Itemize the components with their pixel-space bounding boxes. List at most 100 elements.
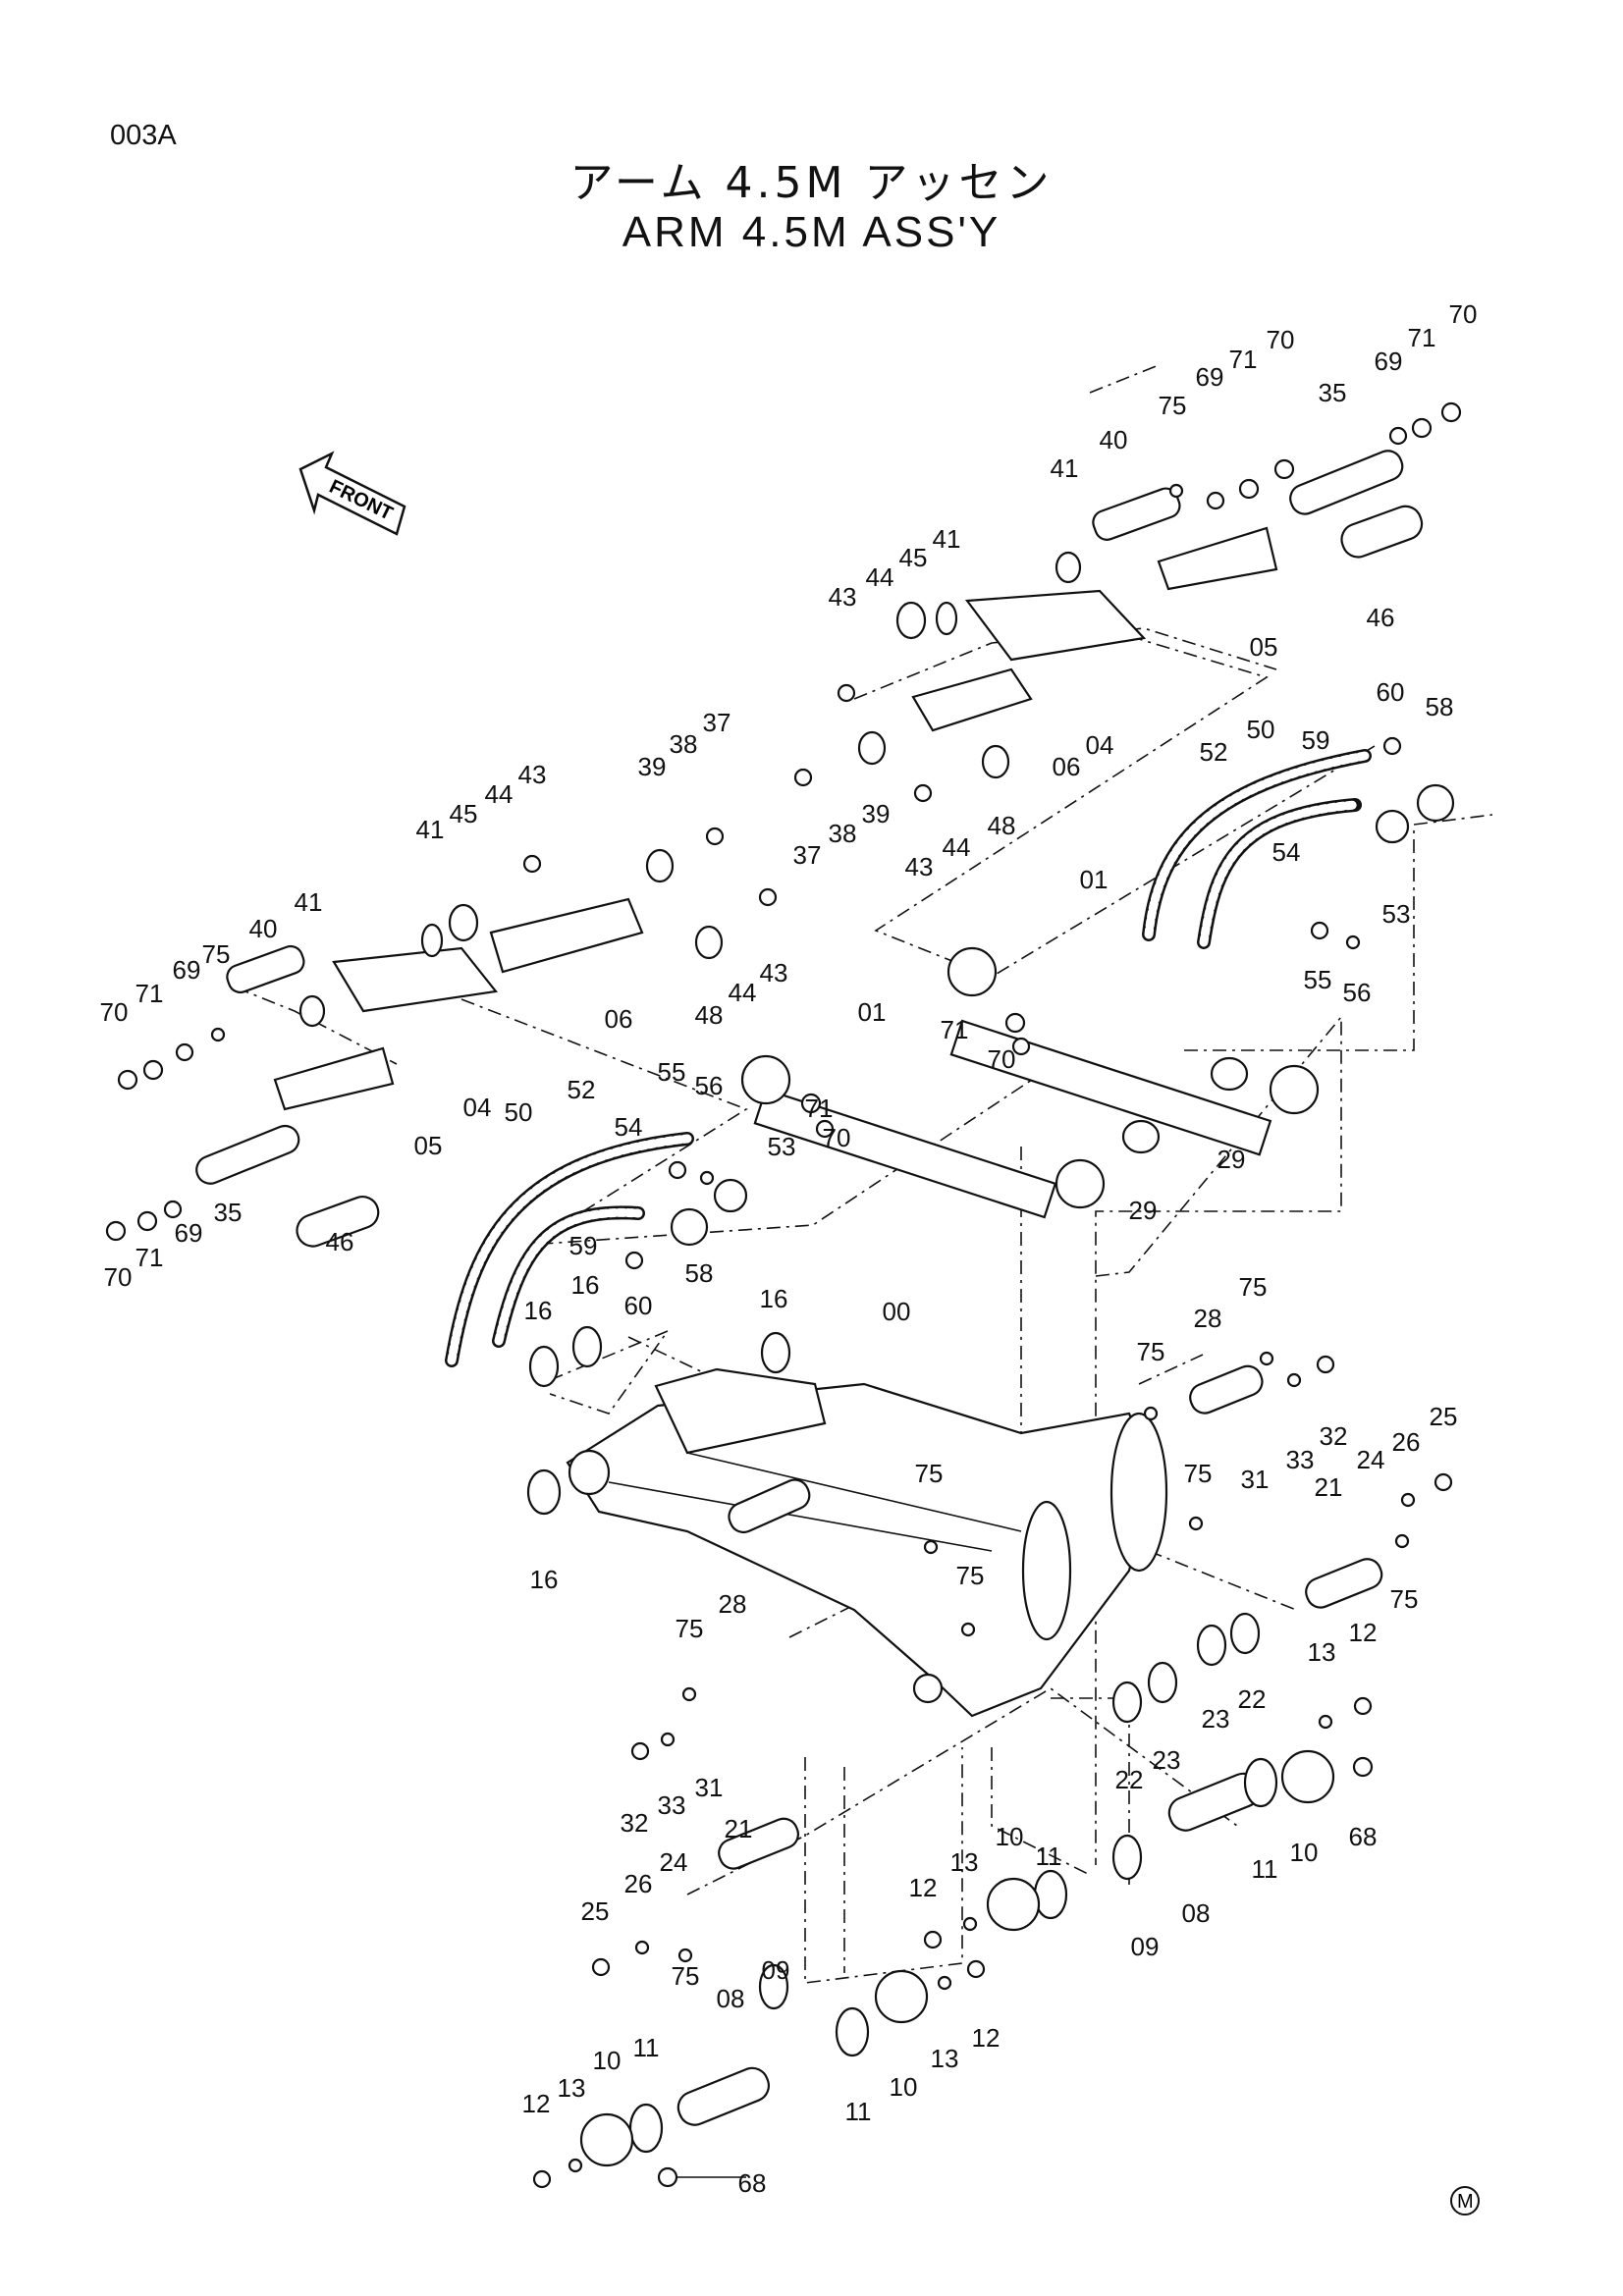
- part-callout: 38: [670, 729, 698, 759]
- part-callout: 32: [621, 1808, 649, 1838]
- part-callout: 70: [104, 1262, 133, 1292]
- part-callout: 33: [1286, 1445, 1315, 1474]
- corner-mark-letter: M: [1457, 2191, 1474, 2213]
- part-callout: 71: [1229, 345, 1258, 374]
- part-callout: 09: [1131, 1932, 1160, 1961]
- part-callout: 68: [738, 2168, 767, 2198]
- part-callout: 29: [1217, 1145, 1246, 1174]
- part-callout: 43: [518, 760, 547, 789]
- part-callout: 22: [1238, 1684, 1267, 1714]
- part-callout: 70: [100, 997, 129, 1027]
- part-callout: 28: [719, 1589, 747, 1619]
- part-callout: 11: [845, 2097, 872, 2126]
- part-callout: 45: [899, 543, 928, 572]
- part-callout: 24: [1357, 1445, 1385, 1474]
- part-callout: 08: [717, 1984, 745, 2013]
- part-callout: 69: [1196, 362, 1224, 392]
- part-callout: 71: [135, 1243, 164, 1272]
- part-callout: 16: [571, 1270, 600, 1300]
- part-callout: 75: [202, 939, 231, 969]
- part-callout: 12: [972, 2023, 1001, 2053]
- part-callout: 26: [624, 1869, 653, 1898]
- part-callout: 46: [326, 1227, 354, 1256]
- part-callout: 35: [214, 1198, 243, 1227]
- assembly-lines: [235, 364, 1493, 1984]
- part-callout: 44: [485, 779, 514, 809]
- part-callout: 22: [1115, 1765, 1144, 1794]
- page-code: 003A: [110, 120, 177, 151]
- part-callout: 40: [1100, 425, 1128, 454]
- part-callout: 06: [605, 1004, 633, 1034]
- title-english: ARM 4.5M ASS'Y: [622, 208, 1001, 256]
- part-callout: 71: [805, 1094, 834, 1123]
- part-callout: 53: [768, 1132, 796, 1161]
- part-callout: 26: [1392, 1427, 1421, 1457]
- part-callout: 75: [1390, 1584, 1419, 1614]
- part-callout: 41: [295, 887, 323, 917]
- part-callout: 53: [1382, 899, 1411, 929]
- part-callout: 21: [725, 1814, 753, 1843]
- part-callout: 55: [1304, 965, 1332, 994]
- corner-mark: M: [1450, 2186, 1480, 2216]
- part-callout: 75: [1184, 1459, 1213, 1488]
- part-callout: 75: [915, 1459, 944, 1488]
- part-callout: 25: [1430, 1402, 1458, 1431]
- part-callout: 16: [524, 1296, 553, 1325]
- part-callout: 58: [685, 1258, 714, 1288]
- part-callout: 33: [658, 1790, 686, 1820]
- part-callout: 39: [638, 752, 667, 781]
- part-callout: 10: [1290, 1838, 1319, 1867]
- part-callout: 70: [1267, 325, 1295, 354]
- cylinders: [740, 946, 1320, 1219]
- part-callout: 52: [568, 1075, 596, 1104]
- part-callout: 52: [1200, 737, 1228, 767]
- part-callout: 45: [450, 799, 478, 828]
- part-callout: 23: [1202, 1704, 1230, 1734]
- part-callout: 11: [633, 2033, 660, 2062]
- part-callout: 31: [695, 1773, 724, 1802]
- hoses: [445, 749, 1372, 1367]
- part-callout: 75: [676, 1614, 704, 1643]
- part-callout: 23: [1153, 1745, 1181, 1775]
- part-callout: 28: [1194, 1304, 1222, 1333]
- part-callout: 43: [829, 582, 857, 612]
- part-callout: 39: [862, 799, 891, 828]
- part-callout: 48: [988, 811, 1016, 840]
- part-callout: 38: [829, 819, 857, 848]
- part-callout: 13: [931, 2044, 959, 2073]
- part-callout: 13: [558, 2073, 586, 2103]
- part-callout: 70: [988, 1044, 1016, 1074]
- front-label: FRONT: [326, 476, 397, 525]
- part-callout: 01: [858, 997, 887, 1027]
- part-callout: 75: [956, 1561, 985, 1590]
- part-callout: 31: [1241, 1465, 1270, 1494]
- part-callout: 58: [1426, 692, 1454, 721]
- part-callout: 56: [1343, 978, 1372, 1007]
- part-callout: 10: [890, 2072, 918, 2102]
- part-callout: 29: [1129, 1196, 1158, 1225]
- part-callout: 10: [996, 1822, 1024, 1851]
- part-callout: 05: [1250, 632, 1278, 662]
- part-callout: 41: [1051, 454, 1079, 483]
- part-callout: 21: [1315, 1472, 1343, 1502]
- part-callout: 75: [1239, 1272, 1268, 1302]
- part-callout: 55: [658, 1057, 686, 1087]
- part-callout: 32: [1320, 1421, 1348, 1451]
- part-callout: 48: [695, 1000, 724, 1030]
- part-number-callouts: 0001010404050506060808090910101010111111…: [100, 299, 1478, 2198]
- title-japanese: アーム 4.5M アッセン: [569, 158, 1054, 208]
- part-callout: 43: [905, 852, 934, 881]
- part-callout: 16: [530, 1565, 559, 1594]
- part-callout: 10: [593, 2046, 622, 2075]
- part-callout: 00: [883, 1297, 911, 1326]
- part-callout: 16: [760, 1284, 788, 1313]
- part-callout: 09: [762, 1955, 790, 1985]
- part-callout: 75: [1137, 1337, 1165, 1366]
- part-callout: 69: [1375, 347, 1403, 376]
- part-callout: 11: [1252, 1854, 1278, 1884]
- part-callout: 59: [1302, 725, 1330, 755]
- part-callout: 70: [1449, 299, 1478, 329]
- part-callout: 08: [1182, 1898, 1211, 1928]
- part-callout: 12: [1349, 1618, 1378, 1647]
